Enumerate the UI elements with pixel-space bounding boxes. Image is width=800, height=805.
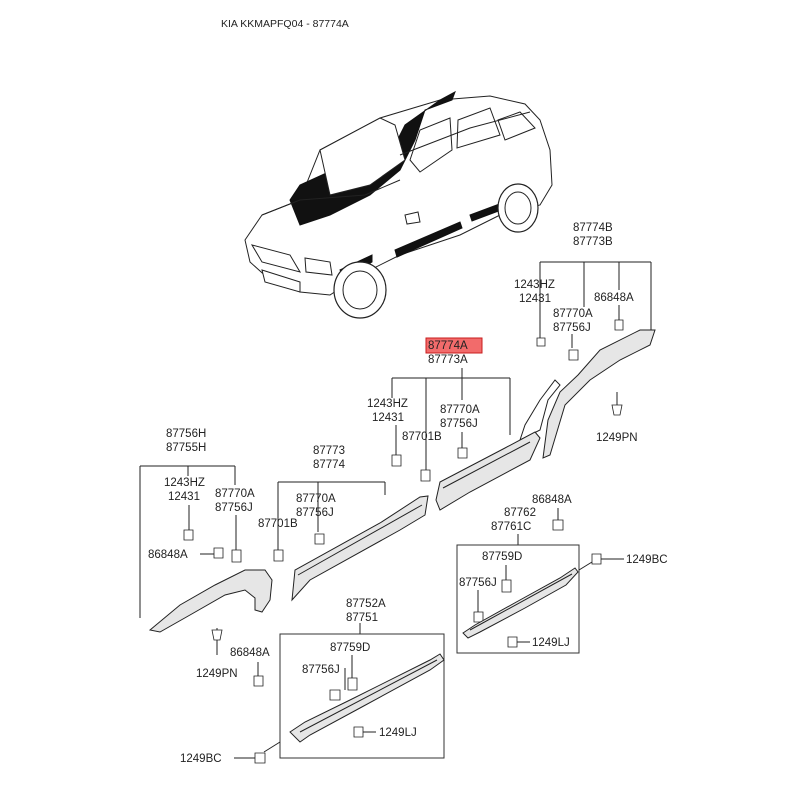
highlight-87774A [425, 337, 483, 354]
group-side-sill-right: 86848A 87762 87761C 87759D 87756J 1249LJ… [456, 494, 668, 654]
label-87755H: 87755H [166, 442, 206, 454]
label-87773A-center: 87773A [428, 354, 468, 366]
sill-left-box [279, 633, 445, 759]
label-87773: 87773 [313, 445, 345, 457]
label-87770A-tr: 87770A [553, 308, 593, 320]
label-12431-center: 12431 [372, 412, 404, 424]
label-1249PN-tr: 1249PN [596, 432, 638, 444]
group-front-fender: 87756H 87755H 1243HZ 12431 87770A 87756J… [139, 428, 273, 687]
label-12431-tr: 12431 [519, 293, 551, 305]
label-1249BC-right: 1249BC [626, 554, 668, 566]
label-87759D-right: 87759D [482, 551, 522, 563]
label-87752A: 87752A [346, 598, 386, 610]
label-87751: 87751 [346, 612, 378, 624]
label-1249PN-left: 1249PN [196, 668, 238, 680]
label-87756J-fd: 87756J [296, 507, 334, 519]
group-side-sill-left: 87752A 87751 87759D 87756J 1249LJ 1249BC [180, 598, 445, 765]
label-87756J-tr: 87756J [553, 322, 591, 334]
group-front-door: 87773 87774 87770A 87756J 87701B [258, 445, 429, 602]
label-87762: 87762 [504, 507, 536, 519]
group-rear-door: 87774A 87773A 1243HZ 12431 87770A 87756J… [367, 337, 541, 511]
label-87759D-left: 87759D [330, 642, 370, 654]
label-86848A-tr: 86848A [594, 292, 634, 304]
label-87756J-sill-right: 87756J [459, 577, 497, 589]
label-87770A-fd: 87770A [296, 493, 336, 505]
label-87770A-left: 87770A [215, 488, 255, 500]
label-1249BC-left: 1249BC [180, 753, 222, 765]
label-86848A-left: 86848A [148, 549, 188, 561]
label-87701B-fd: 87701B [258, 518, 298, 530]
vehicle-illustration [244, 90, 553, 319]
label-1243HZ-tr: 1243HZ [514, 279, 555, 291]
label-1243HZ-center: 1243HZ [367, 398, 408, 410]
label-87756J-left: 87756J [215, 502, 253, 514]
label-87756J-sill-left: 87756J [302, 664, 340, 676]
label-87761C: 87761C [491, 521, 531, 533]
label-87770A-center: 87770A [440, 404, 480, 416]
diagram-title: KIA KKMAPFQ04 - 87774A [221, 18, 349, 30]
label-1243HZ-left: 1243HZ [164, 477, 205, 489]
label-87773B: 87773B [573, 236, 613, 248]
label-87756H: 87756H [166, 428, 206, 440]
label-1249LJ-left: 1249LJ [379, 727, 417, 739]
label-87774: 87774 [313, 459, 346, 471]
label-87774A-center: 87774A [428, 340, 468, 352]
label-86848A-left-2: 86848A [230, 647, 270, 659]
label-86848A-sill-right: 86848A [532, 494, 572, 506]
label-12431-left: 12431 [168, 491, 200, 503]
sill-right-box [456, 544, 580, 654]
label-87756J-center: 87756J [440, 418, 478, 430]
label-87701B-center: 87701B [402, 431, 442, 443]
group-rear-quarter: 87774B 87773B 1243HZ 12431 86848A 87770A… [514, 222, 656, 459]
label-1249LJ-right: 1249LJ [532, 637, 570, 649]
label-87774B: 87774B [573, 222, 613, 234]
